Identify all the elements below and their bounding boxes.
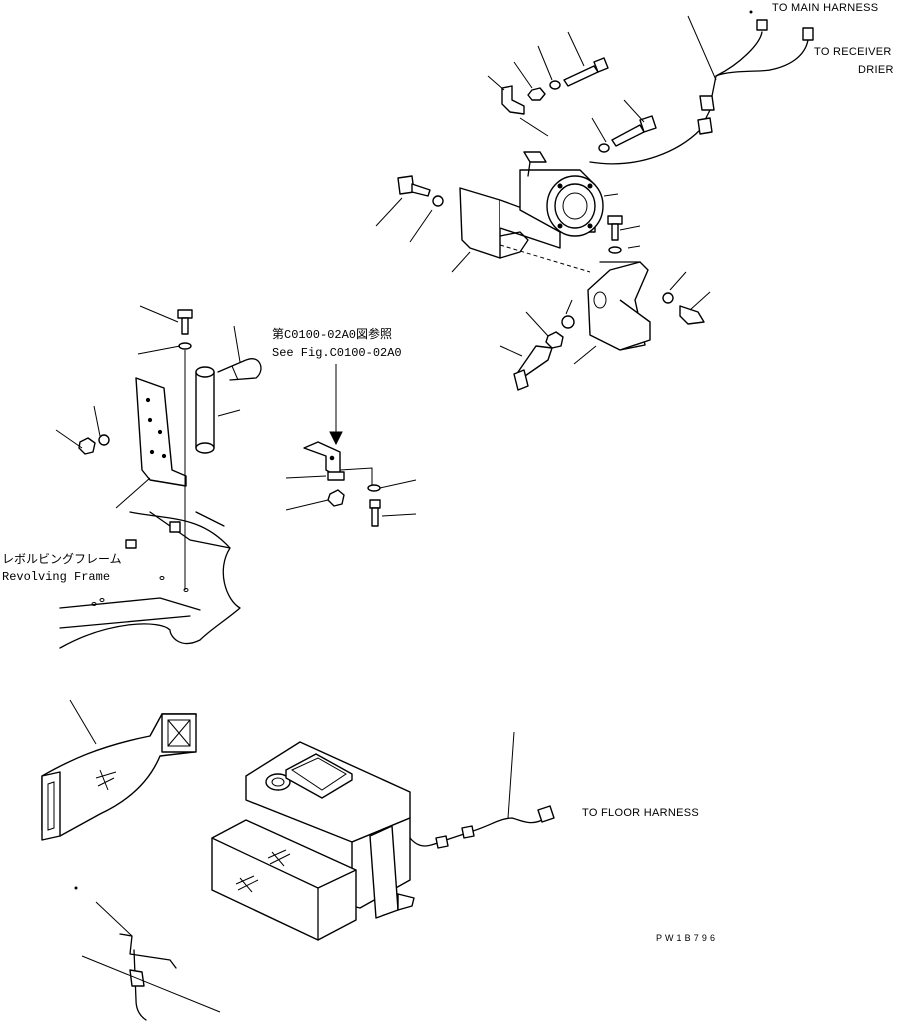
label-reference-en: See Fig.C0100-02A0 bbox=[272, 346, 402, 360]
main-harness-wiring bbox=[589, 19, 814, 165]
label-reference-jp: 第C0100-02A0図参照 bbox=[272, 326, 392, 342]
label-to-floor-harness: TO FLOOR HARNESS bbox=[582, 807, 699, 819]
label-dot bbox=[749, 10, 753, 14]
label-to-receiver: TO RECEIVER bbox=[814, 46, 892, 58]
label-revolving-frame-en: Revolving Frame bbox=[2, 570, 110, 584]
compressor-assembly bbox=[397, 57, 705, 391]
reference-bracket-assembly bbox=[285, 364, 417, 527]
receiver-drier-assembly bbox=[59, 309, 262, 649]
air-duct bbox=[41, 699, 197, 841]
label-revolving-frame-jp: レボルビングフレーム bbox=[2, 552, 122, 567]
thermistor-probe bbox=[74, 886, 221, 1021]
leader-lines-middle-left bbox=[55, 305, 241, 509]
control-unit bbox=[211, 731, 555, 941]
label-drier: DRIER bbox=[858, 64, 894, 76]
drawing-code: P W 1 B 7 9 6 bbox=[656, 933, 715, 943]
leader-lines-top bbox=[375, 15, 717, 365]
label-to-main-harness: TO MAIN HARNESS bbox=[772, 2, 878, 14]
